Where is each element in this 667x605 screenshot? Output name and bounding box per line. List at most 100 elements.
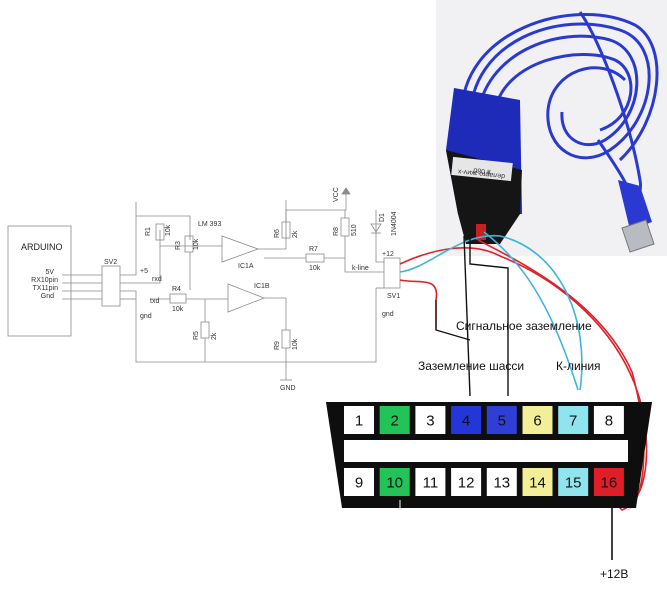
pin-12: 12 (451, 468, 482, 496)
pin-3-number: 3 (426, 413, 434, 430)
wire-black-signal (469, 238, 509, 396)
pin-1: 1 (344, 406, 374, 434)
pin-16-box (593, 468, 624, 496)
pin-7: 7 (558, 406, 589, 434)
pin-15: 15 (558, 468, 589, 496)
r4-value: 10k (172, 306, 184, 313)
r6-value: 2k (292, 230, 299, 238)
r3-label: R3 (175, 241, 182, 250)
r7-value: 10k (309, 265, 321, 272)
sv1-connector (383, 257, 401, 289)
pin-3-box (415, 406, 446, 434)
pin-13-box (486, 468, 517, 496)
label-k-line: К-линия (556, 359, 601, 373)
comparator-ic1b (227, 283, 266, 313)
r8-value: 510 (351, 224, 358, 236)
r1-value: 10k (165, 224, 172, 236)
gnd-label: GND (280, 385, 296, 392)
pin-4: 4 (451, 406, 482, 434)
pin-6: 6 (522, 406, 553, 434)
vcc-label: VCC (333, 187, 340, 202)
pin-7-number: 7 (569, 413, 577, 430)
sv1-label: SV1 (387, 293, 400, 300)
annotations: Сигнальное заземление Заземление шасси К… (418, 319, 628, 581)
pin-5: 5 (486, 406, 517, 434)
net-label-gnd: gnd (140, 313, 152, 320)
pin-2-number: 2 (391, 413, 399, 430)
arduino-title: ARDUINO (21, 242, 63, 252)
ic1a-label: IC1A (238, 263, 254, 270)
wire-cyan-sv1 (399, 235, 583, 391)
pin-5-box (486, 406, 517, 434)
r5-label: R5 (193, 331, 200, 340)
pin-3: 3 (415, 406, 446, 434)
plug-red-lead (476, 224, 486, 240)
pin-10-box (379, 468, 410, 496)
pin-14: 14 (522, 468, 553, 496)
pin-14-box (522, 468, 553, 496)
arduino-pin-gnd: Gnd (41, 293, 54, 300)
net-label-5v: +5 (140, 268, 148, 275)
pin-6-number: 6 (533, 413, 541, 430)
arduino-pin-5v: 5V (45, 269, 54, 276)
pin-12-box (451, 468, 482, 496)
pin-16-number: 16 (601, 475, 618, 492)
d1-value: 1N4004 (391, 211, 398, 236)
schematic-labels: ARDUINO 5V RX10pin TX11pin Gnd SV2 +5 rx… (21, 187, 400, 392)
pin-13-number: 13 (493, 475, 510, 492)
r9-label: R9 (274, 341, 281, 350)
pin-4-number: 4 (462, 413, 470, 430)
r9-value: 10k (292, 338, 299, 350)
r1-label: R1 (145, 227, 152, 236)
label-plus12v: +12В (600, 567, 628, 581)
wire-cyan-kline (483, 231, 579, 391)
arduino-pin-rx: RX10pin (31, 277, 58, 284)
pin-11-box (415, 468, 446, 496)
pin-1-box (344, 406, 374, 434)
pin-11-number: 11 (423, 475, 439, 492)
chip-label: LM 393 (198, 221, 221, 228)
pin-12-number: 12 (458, 475, 475, 492)
wire-red-sv1 (399, 279, 438, 330)
schematic (7, 187, 401, 381)
usb-plug (618, 180, 655, 253)
wire-red-plug (477, 239, 645, 509)
sv2-connector (101, 265, 121, 307)
pin-15-box (558, 468, 589, 496)
r8-label: R8 (333, 227, 340, 236)
wires (399, 231, 648, 511)
usb-cable-photo: deлaрro зкиv-x II 080 (436, 0, 667, 256)
pin-14-number: 14 (529, 475, 546, 492)
sticker (451, 156, 513, 182)
arduino-block (7, 225, 72, 337)
comparator-ic1a (221, 235, 260, 263)
pin-10: 10 (379, 468, 410, 496)
pin-10-number: 10 (386, 475, 403, 492)
obd-plug-housing: deлaрro зкиv-x II 080 (446, 88, 522, 244)
pin-8-number: 8 (605, 413, 613, 430)
label-chassis-ground: Заземление шасси (418, 359, 524, 373)
sv2-label: SV2 (104, 259, 117, 266)
connector-center-slot (344, 440, 628, 462)
net-label-gnd-2: gnd (382, 311, 394, 318)
pin-8-box (593, 406, 624, 434)
sticker-text-1: deлaрro зкиv-x (457, 167, 505, 179)
label-signal-ground: Сигнальное заземление (456, 319, 592, 333)
pin-16: 16 (593, 468, 624, 496)
sticker-text-2: II 080 (473, 166, 491, 175)
pin-9-number: 9 (355, 475, 363, 492)
pin-2-box (379, 406, 410, 434)
pin-6-box (522, 406, 553, 434)
d1-label: D1 (379, 213, 386, 222)
pin-1-number: 1 (355, 413, 363, 430)
r5-value: 2k (211, 332, 218, 340)
ic1b-label: IC1B (254, 283, 270, 290)
pin-11: 11 (415, 468, 446, 496)
r7-label: R7 (309, 246, 318, 253)
pin-15-number: 15 (565, 475, 582, 492)
pin-7-box (558, 406, 589, 434)
net-label-txd: txd (150, 298, 159, 305)
